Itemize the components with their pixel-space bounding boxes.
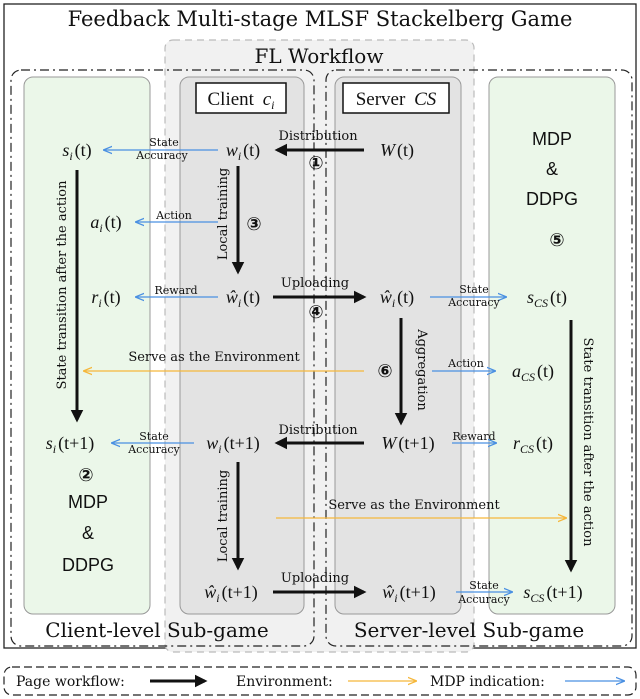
legend-box	[3, 666, 637, 696]
node-server-what-i-t: ŵi(t)	[380, 287, 414, 310]
step-6-marker: ⑥	[377, 361, 392, 382]
server-state-transition-label: State transition after the action	[580, 338, 595, 548]
client-panel	[179, 76, 305, 615]
step-3-marker: ③	[246, 214, 261, 235]
server-state-label-t1: State	[469, 579, 498, 592]
accuracy-label-t1: Accuracy	[127, 443, 180, 456]
node-what-i-t: ŵi(t)	[226, 287, 260, 310]
reward-label-t: Reward	[154, 284, 197, 297]
server-accuracy-label-t: Accuracy	[447, 296, 500, 309]
node-s-i-t: si(t)	[62, 140, 91, 163]
diagram-title: Feedback Multi-stage MLSF Stackelberg Ga…	[68, 7, 573, 31]
server-action-label: Action	[447, 357, 484, 370]
server-accuracy-label-t1: Accuracy	[457, 593, 510, 606]
distribution-label-t1: Distribution	[278, 423, 358, 438]
client-level-subgame-label: Client-level Sub-game	[45, 618, 268, 642]
server-header: Server CS	[356, 89, 437, 110]
action-label-t: Action	[155, 209, 192, 222]
step-4-marker: ④	[308, 302, 323, 323]
node-w-i-t1: wi(t+1)	[206, 433, 260, 456]
node-server-what-i-t1: ŵi(t+1)	[382, 582, 436, 605]
server-serve-env-label: Serve as the Environment	[328, 498, 500, 513]
client-level-subgame-box	[10, 69, 315, 647]
server-mdp-label: MDP	[532, 129, 572, 149]
server-panel	[334, 76, 462, 615]
uploading-label-t1: Uploading	[281, 571, 349, 586]
client-amp-label: &	[82, 523, 94, 543]
legend-environment: Environment:	[236, 674, 333, 690]
node-r-cs-t: rCS(t)	[513, 433, 553, 456]
client-header-box	[195, 82, 287, 114]
client-serve-env-label: Serve as the Environment	[128, 350, 300, 365]
server-reward-label: Reward	[452, 430, 495, 443]
server-level-subgame-box	[325, 69, 633, 647]
legend-page-workflow: Page workflow:	[16, 674, 125, 690]
step-1-marker: ①	[308, 153, 323, 174]
legend-mdp-indication: MDP indication:	[430, 674, 545, 690]
node-w-i-t: wi(t)	[226, 140, 260, 163]
node-s-i-t1: si(t+1)	[46, 433, 95, 456]
node-r-i-t: ri(t)	[91, 287, 120, 310]
client-mdp-label: MDP	[68, 492, 108, 512]
uploading-label-t: Uploading	[281, 276, 349, 291]
state-label-t: State	[149, 136, 178, 149]
distribution-label-t: Distribution	[278, 129, 358, 144]
step-5-marker: ⑤	[549, 230, 564, 251]
server-amp-label: &	[546, 159, 558, 179]
server-ddpg-label: DDPG	[526, 189, 578, 209]
node-W-t: W(t)	[380, 140, 414, 161]
server-mdp-panel	[488, 76, 616, 615]
server-state-label-t: State	[459, 283, 488, 296]
server-level-subgame-label: Server-level Sub-game	[354, 618, 584, 642]
server-header-box	[342, 82, 450, 114]
node-a-cs-t: aCS(t)	[512, 361, 554, 384]
client-mdp-panel	[23, 76, 151, 615]
aggregation-label: Aggregation	[414, 328, 429, 411]
client-header: Client ci	[208, 89, 275, 112]
client-ddpg-label: DDPG	[62, 555, 114, 575]
local-training-label-t: Local training	[216, 168, 231, 260]
accuracy-label-t: Accuracy	[135, 149, 188, 162]
node-what-i-t1: ŵi(t+1)	[204, 582, 258, 605]
node-W-t1: W(t+1)	[381, 433, 434, 454]
step-2-marker: ②	[78, 465, 93, 486]
local-training-label-t1: Local training	[216, 470, 231, 562]
client-state-transition-label: State transition after the action	[55, 180, 70, 390]
node-s-cs-t1: sCS(t+1)	[523, 582, 582, 605]
fl-workflow-title: FL Workflow	[255, 44, 384, 68]
node-a-i-t: ai(t)	[90, 212, 121, 235]
state-label-t1: State	[139, 430, 168, 443]
node-s-cs-t: sCS(t)	[527, 287, 567, 310]
